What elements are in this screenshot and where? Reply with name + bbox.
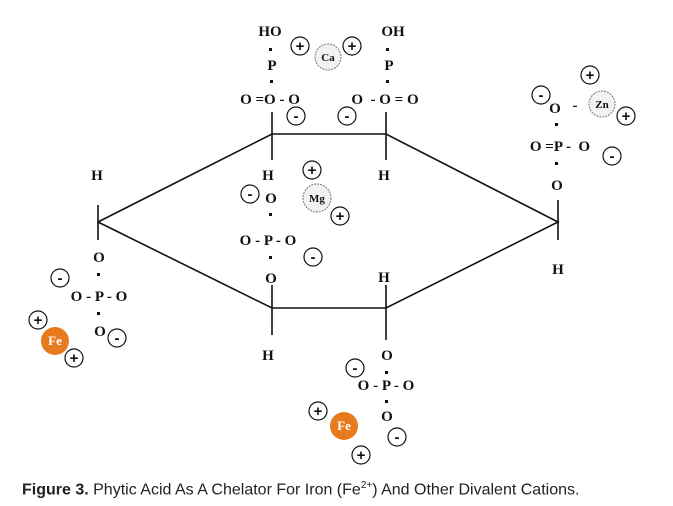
svg-text:+: + xyxy=(586,67,595,84)
ion-mg: Mg xyxy=(309,193,325,205)
charge-minus: - xyxy=(286,106,306,126)
bond-dash: - xyxy=(573,98,578,114)
svg-text:+: + xyxy=(70,350,79,367)
bond-dot xyxy=(97,273,100,276)
atom-h: H xyxy=(378,270,390,286)
bond-dot xyxy=(269,48,272,51)
atom-h: H xyxy=(552,262,564,278)
atom-o: O xyxy=(93,250,105,266)
atom-o: O xyxy=(381,348,393,364)
bond-dot xyxy=(386,80,389,83)
atom-p: P xyxy=(267,58,276,74)
caption-text-end: ) And Other Divalent Cations. xyxy=(372,481,580,499)
svg-text:-: - xyxy=(115,330,120,347)
charge-minus: - xyxy=(303,247,323,267)
bond-dot xyxy=(385,371,388,374)
group-mg-phosphate: O - P - O xyxy=(240,233,297,249)
atom-o: O xyxy=(94,324,106,340)
caption-superscript: 2+ xyxy=(360,480,373,491)
bond-dot xyxy=(269,213,272,216)
svg-text:+: + xyxy=(308,162,317,179)
svg-text:+: + xyxy=(314,403,323,420)
svg-text:-: - xyxy=(248,186,253,203)
charge-minus: - xyxy=(240,184,260,204)
zinc-ion-burst xyxy=(588,90,616,118)
charge-plus: + xyxy=(330,206,350,226)
phytic-acid-diagram: HO P O =O - O OH P O - O = O Ca + + - - … xyxy=(28,24,636,465)
charge-plus: + xyxy=(342,36,362,56)
svg-text:-: - xyxy=(345,108,350,125)
charge-plus: + xyxy=(302,160,322,180)
svg-text:+: + xyxy=(622,108,631,125)
charge-minus: - xyxy=(531,85,551,105)
svg-text:-: - xyxy=(311,249,316,266)
svg-text:-: - xyxy=(610,148,615,165)
charge-plus: + xyxy=(580,65,600,85)
calcium-ion-burst xyxy=(314,43,342,71)
ring-bonds xyxy=(97,133,560,309)
charge-minus: - xyxy=(337,106,357,126)
atom-h: H xyxy=(262,348,274,364)
group-top-left: O =O - O xyxy=(240,92,300,108)
atom-o: O xyxy=(381,409,393,425)
caption-text: Phytic Acid As A Chelator For Iron (Fe xyxy=(88,481,361,499)
atom-o: O xyxy=(265,271,277,287)
ion-zn: Zn xyxy=(595,99,608,111)
iron-ion-burst xyxy=(330,412,358,440)
group-bottom-phosphate: O - P - O xyxy=(358,378,415,394)
charge-plus: + xyxy=(308,401,328,421)
svg-text:+: + xyxy=(34,312,43,329)
figure-caption: Figure 3. Phytic Acid As A Chelator For … xyxy=(22,480,579,499)
atom-h: H xyxy=(262,168,274,184)
ion-fe: Fe xyxy=(48,333,62,348)
bond-dot xyxy=(97,312,100,315)
bond-dot xyxy=(386,48,389,51)
atom-oh: OH xyxy=(381,24,405,40)
svg-text:+: + xyxy=(336,208,345,225)
svg-text:-: - xyxy=(353,360,358,377)
atom-p: P xyxy=(384,58,393,74)
atom-h: H xyxy=(378,168,390,184)
charge-plus: + xyxy=(28,310,48,330)
bond-dot xyxy=(555,123,558,126)
atom-h: H xyxy=(91,168,103,184)
charge-plus: + xyxy=(290,36,310,56)
svg-text:-: - xyxy=(58,270,63,287)
atom-o: O xyxy=(551,178,563,194)
charge-minus: - xyxy=(387,427,407,447)
svg-text:-: - xyxy=(395,429,400,446)
bond-dot xyxy=(385,400,388,403)
charge-plus: + xyxy=(351,445,371,465)
atom-o: O xyxy=(549,101,561,117)
charge-minus: - xyxy=(602,146,622,166)
charge-minus: - xyxy=(50,268,70,288)
atom-o: O xyxy=(265,191,277,207)
charge-plus: + xyxy=(616,106,636,126)
svg-text:+: + xyxy=(357,447,366,464)
group-left-phosphate: O - P - O xyxy=(71,289,128,305)
charge-minus: - xyxy=(107,328,127,348)
svg-text:+: + xyxy=(348,38,357,55)
ion-fe: Fe xyxy=(337,418,351,433)
charge-plus: + xyxy=(64,348,84,368)
svg-text:-: - xyxy=(294,108,299,125)
group-zn-phosphate: O =P - O xyxy=(530,139,590,155)
atom-ho: HO xyxy=(258,24,281,40)
magnesium-ion-burst xyxy=(302,183,332,213)
charge-minus: - xyxy=(345,358,365,378)
caption-label: Figure 3. xyxy=(22,481,89,499)
svg-text:+: + xyxy=(296,38,305,55)
iron-ion-burst xyxy=(41,327,69,355)
group-top-right: O - O = O xyxy=(351,92,418,108)
bond-dot xyxy=(270,80,273,83)
bond-dot xyxy=(555,162,558,165)
svg-text:-: - xyxy=(539,87,544,104)
bond-dot xyxy=(269,256,272,259)
ion-ca: Ca xyxy=(321,52,335,64)
